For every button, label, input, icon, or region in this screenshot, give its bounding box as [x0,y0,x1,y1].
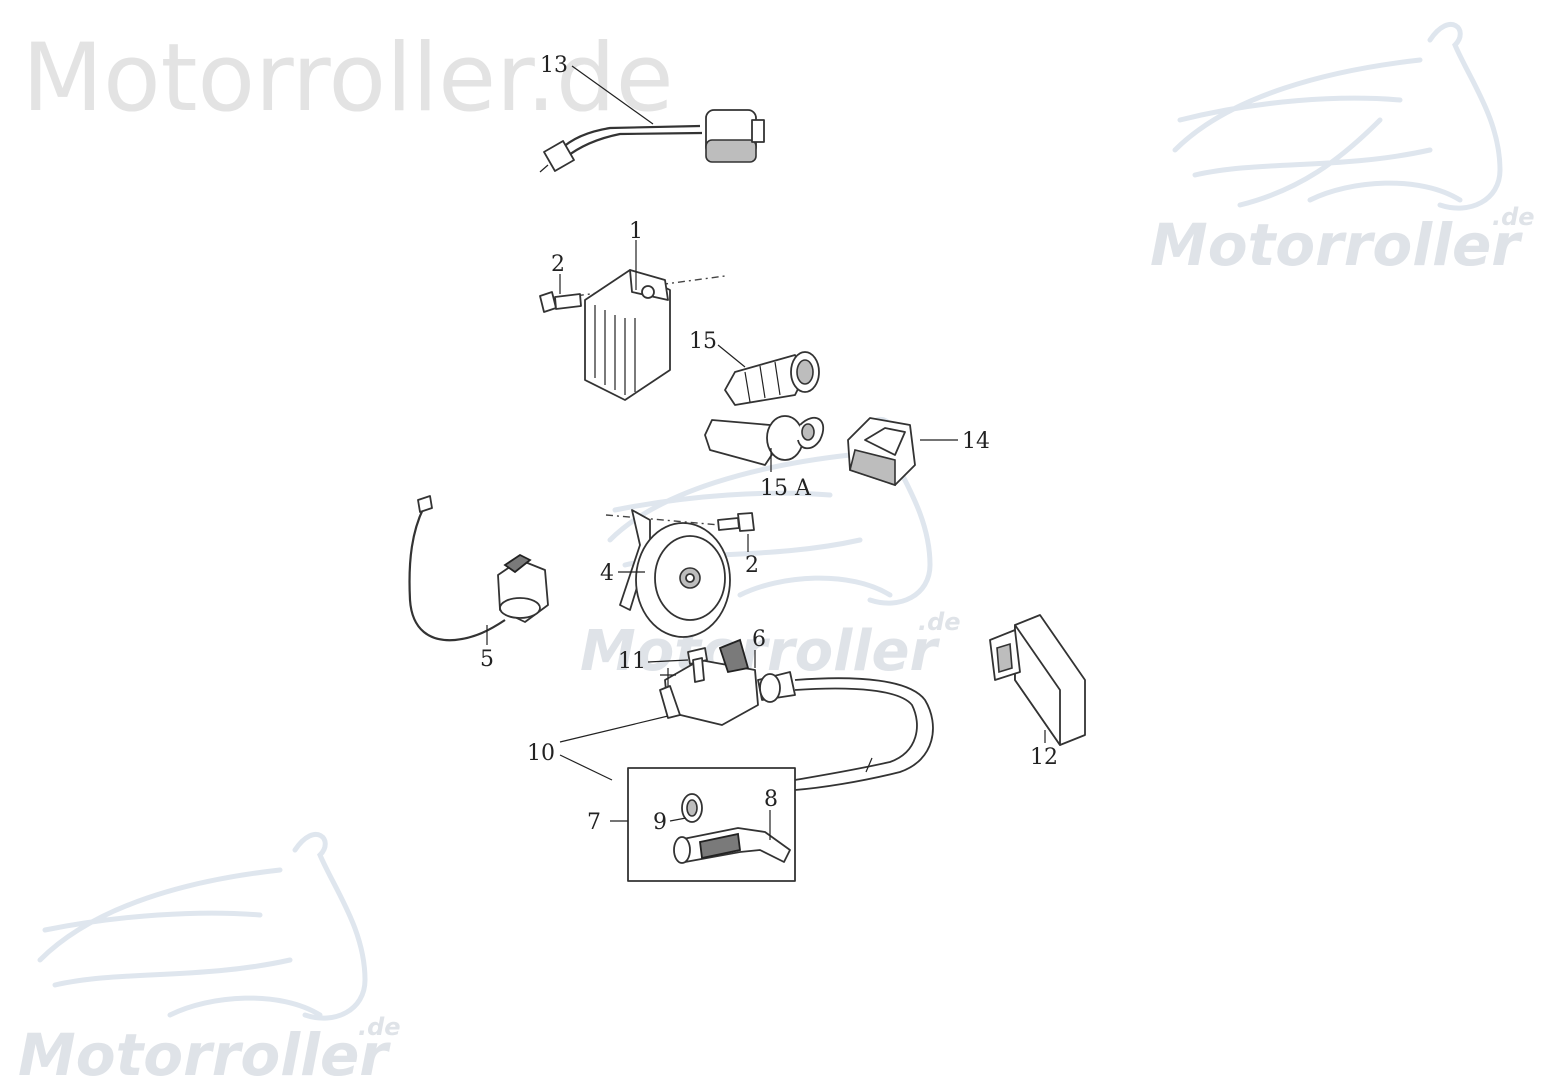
part-2-bolt-top [539,291,582,313]
callout-9: 9 [653,810,667,835]
callout-15: 15 [689,329,717,354]
callout-7: 7 [587,810,601,835]
part-12-cdi-unit [989,614,1086,746]
part-13-sensor [539,109,765,173]
watermark-logo-word: Motorroller [1150,211,1523,279]
callout-1: 1 [629,219,643,244]
part-4-horn [605,509,731,638]
part-8-plug-cap [673,827,791,864]
part-10-high-tension-cable [794,677,934,791]
callout-15a: 15 A [760,476,812,501]
watermark-logo-suffix: .de [1492,203,1535,231]
part-2-bolt-lower [717,512,755,532]
part-15a-lighter-socket [704,415,825,466]
watermark-logo-top-right: Motorroller .de [1150,21,1535,279]
callout-4: 4 [600,561,614,586]
part-9-seal-ring [681,793,703,823]
callout-10: 10 [527,741,555,766]
part-7-plug-cap-kit [627,767,796,882]
leader-lines [486,65,1046,840]
callout-13: 13 [540,53,568,78]
watermark-logo-bottom-left: Motorroller .de [18,831,401,1089]
callout-labels: 13 1 2 15 14 15 A 2 4 5 6 11 10 12 8 7 9 [480,53,1058,835]
watermark-logo-suffix: .de [918,608,961,636]
callout-12: 12 [1030,745,1058,770]
callout-2-lower: 2 [745,553,759,578]
callout-5: 5 [480,647,494,672]
scooter-watermark-icon [37,831,368,1021]
callout-11: 11 [618,649,646,674]
watermark-logo-suffix: .de [358,1013,401,1041]
watermark-logo-center: Motorroller .de [580,416,961,684]
callout-6: 6 [752,627,766,652]
part-11-screw [687,647,708,683]
callout-2-top: 2 [551,252,565,277]
watermark-site-text: Motorroller.de [22,24,674,133]
callout-8: 8 [764,787,778,812]
part-14-rubber-cover [847,417,916,487]
part-5-starter-relay [408,495,549,642]
watermark-logo-word: Motorroller [18,1021,391,1089]
callout-14: 14 [962,429,990,454]
part-15-socket [724,351,820,406]
scooter-watermark-icon [1172,21,1503,211]
part-1-regulator [559,269,726,401]
watermark-logo-word: Motorroller [580,619,941,684]
scooter-watermark-icon [607,416,933,606]
part-6-ignition-coil [659,638,796,726]
